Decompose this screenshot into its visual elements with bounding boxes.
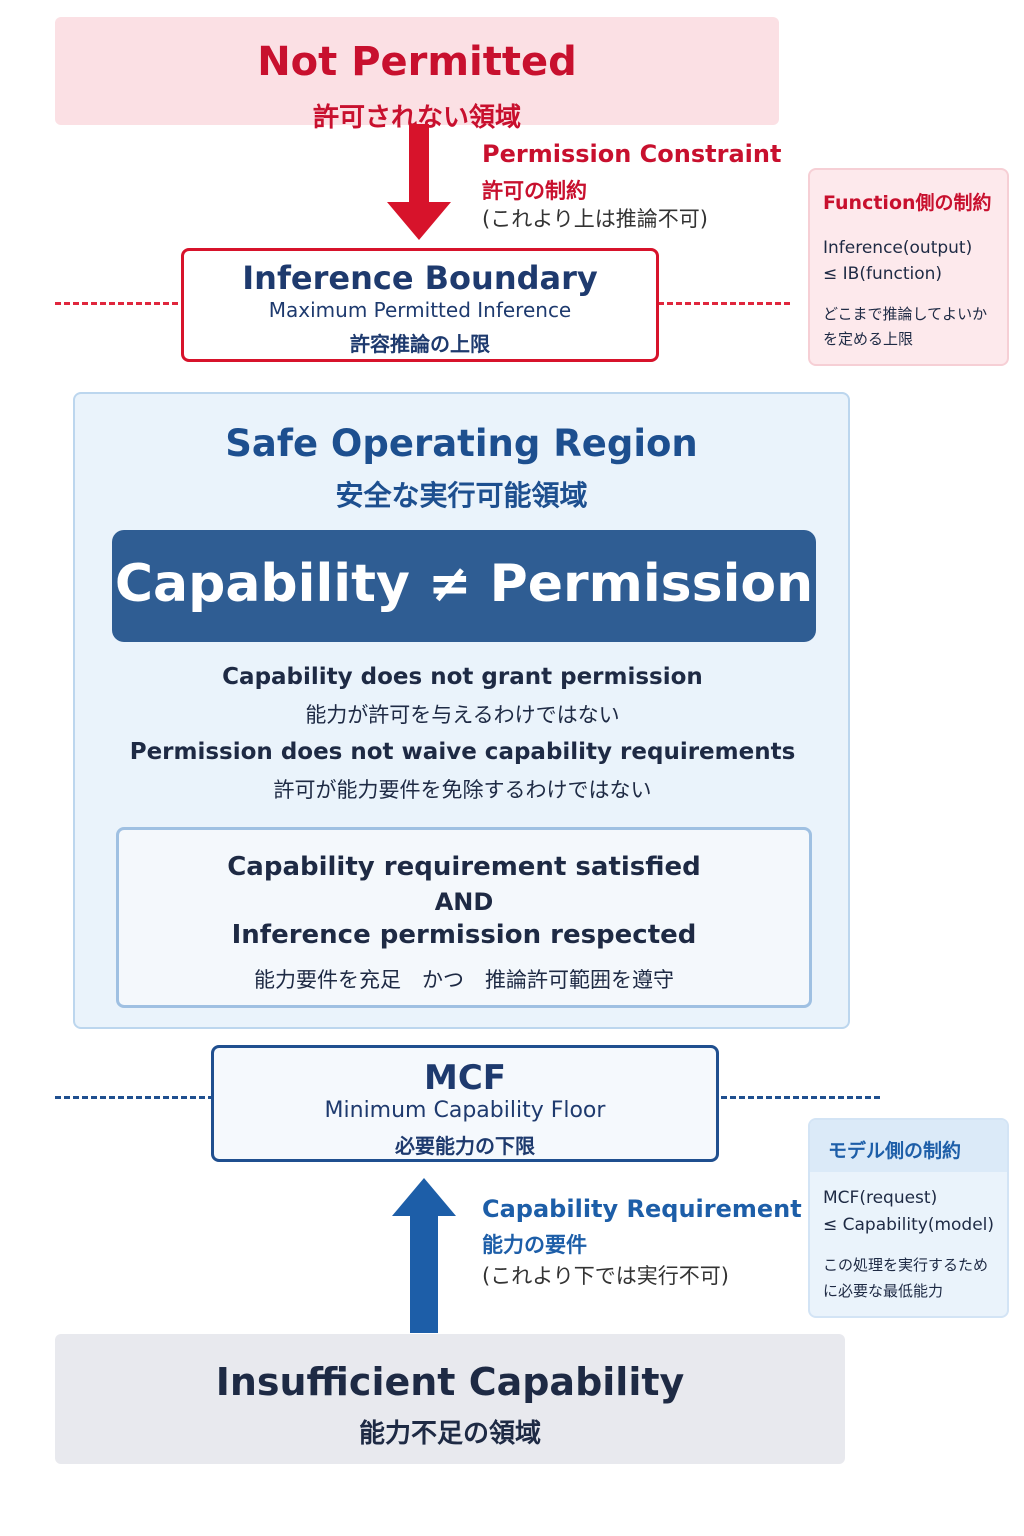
inference-boundary-box: Inference Boundary Maximum Permitted Inf… xyxy=(181,248,659,362)
inference-boundary-title: Inference Boundary xyxy=(242,259,598,297)
model-panel-header-bar xyxy=(810,1120,1007,1172)
safe-region-title-ja: 安全な実行可能領域 xyxy=(335,479,588,512)
capability-permission-banner-text: Capability ≠ Permission xyxy=(114,554,814,614)
capability-requirement-title: Capability Requirement xyxy=(482,1195,802,1223)
permission-constraint-subtitle: 許可の制約 xyxy=(482,179,587,203)
condition-line-ja: 能力要件を充足 かつ 推論許可範囲を遵守 xyxy=(254,968,674,992)
safe-region-title: Safe Operating Region xyxy=(225,422,698,465)
permission-constraint-arrow-icon xyxy=(387,124,451,240)
condition-line-3: Inference permission respected xyxy=(231,920,697,950)
permission-constraint-title: Permission Constraint xyxy=(482,140,782,168)
model-panel-desc-1: この処理を実行するため xyxy=(823,1256,989,1274)
function-panel-formula-1: Inference(output) xyxy=(823,238,973,258)
statement-1-ja: 能力が許可を与えるわけではない xyxy=(305,703,620,727)
capability-permission-banner: Capability ≠ Permission xyxy=(112,530,816,642)
mcf-subtitle: Minimum Capability Floor xyxy=(324,1098,606,1123)
insufficient-title-ja: 能力不足の領域 xyxy=(358,1419,541,1449)
condition-line-1: Capability requirement satisfied xyxy=(227,852,701,882)
function-panel-formula-2: ≤ IB(function) xyxy=(823,264,943,284)
function-panel-desc-1: どこまで推論してよいか xyxy=(823,305,988,323)
not-permitted-zone: Not Permitted 許可されない領域 xyxy=(55,17,779,133)
statement-2-ja: 許可が能力要件を免除するわけではない xyxy=(273,778,652,802)
capability-requirement-note: (これより下では実行不可) xyxy=(482,1264,729,1288)
condition-and: AND xyxy=(434,888,494,916)
statement-1: Capability does not grant permission xyxy=(222,664,703,690)
insufficient-capability-zone: Insufficient Capability 能力不足の領域 xyxy=(55,1334,845,1464)
model-panel-heading: モデル側の制約 xyxy=(828,1140,962,1162)
model-panel-formula-1: MCF(request) xyxy=(823,1188,938,1208)
mcf-subtitle-ja: 必要能力の下限 xyxy=(395,1134,535,1158)
condition-box: Capability requirement satisfied AND Inf… xyxy=(116,827,812,1008)
model-panel-desc-2: に必要な最低能力 xyxy=(823,1282,944,1300)
function-panel-heading: Function側の制約 xyxy=(823,192,992,214)
capability-requirement-arrow-icon xyxy=(392,1178,456,1333)
model-constraint-panel: モデル側の制約 MCF(request) ≤ Capability(model)… xyxy=(808,1118,1009,1318)
not-permitted-title: Not Permitted xyxy=(257,39,577,85)
inference-boundary-subtitle-ja: 許容推論の上限 xyxy=(350,332,490,356)
insufficient-title: Insufficient Capability xyxy=(215,1360,685,1404)
function-constraint-panel: Function側の制約 Inference(output) ≤ IB(func… xyxy=(808,168,1009,366)
permission-constraint-note: (これより上は推論不可) xyxy=(482,207,708,231)
capability-requirement-subtitle: 能力の要件 xyxy=(482,1233,587,1257)
inference-boundary-subtitle: Maximum Permitted Inference xyxy=(268,298,572,322)
model-panel-formula-2: ≤ Capability(model) xyxy=(823,1215,995,1235)
mcf-title: MCF xyxy=(423,1058,506,1098)
function-panel-desc-2: を定める上限 xyxy=(823,330,914,348)
statement-2: Permission does not waive capability req… xyxy=(129,739,796,765)
mcf-box: MCF Minimum Capability Floor 必要能力の下限 xyxy=(211,1045,719,1162)
